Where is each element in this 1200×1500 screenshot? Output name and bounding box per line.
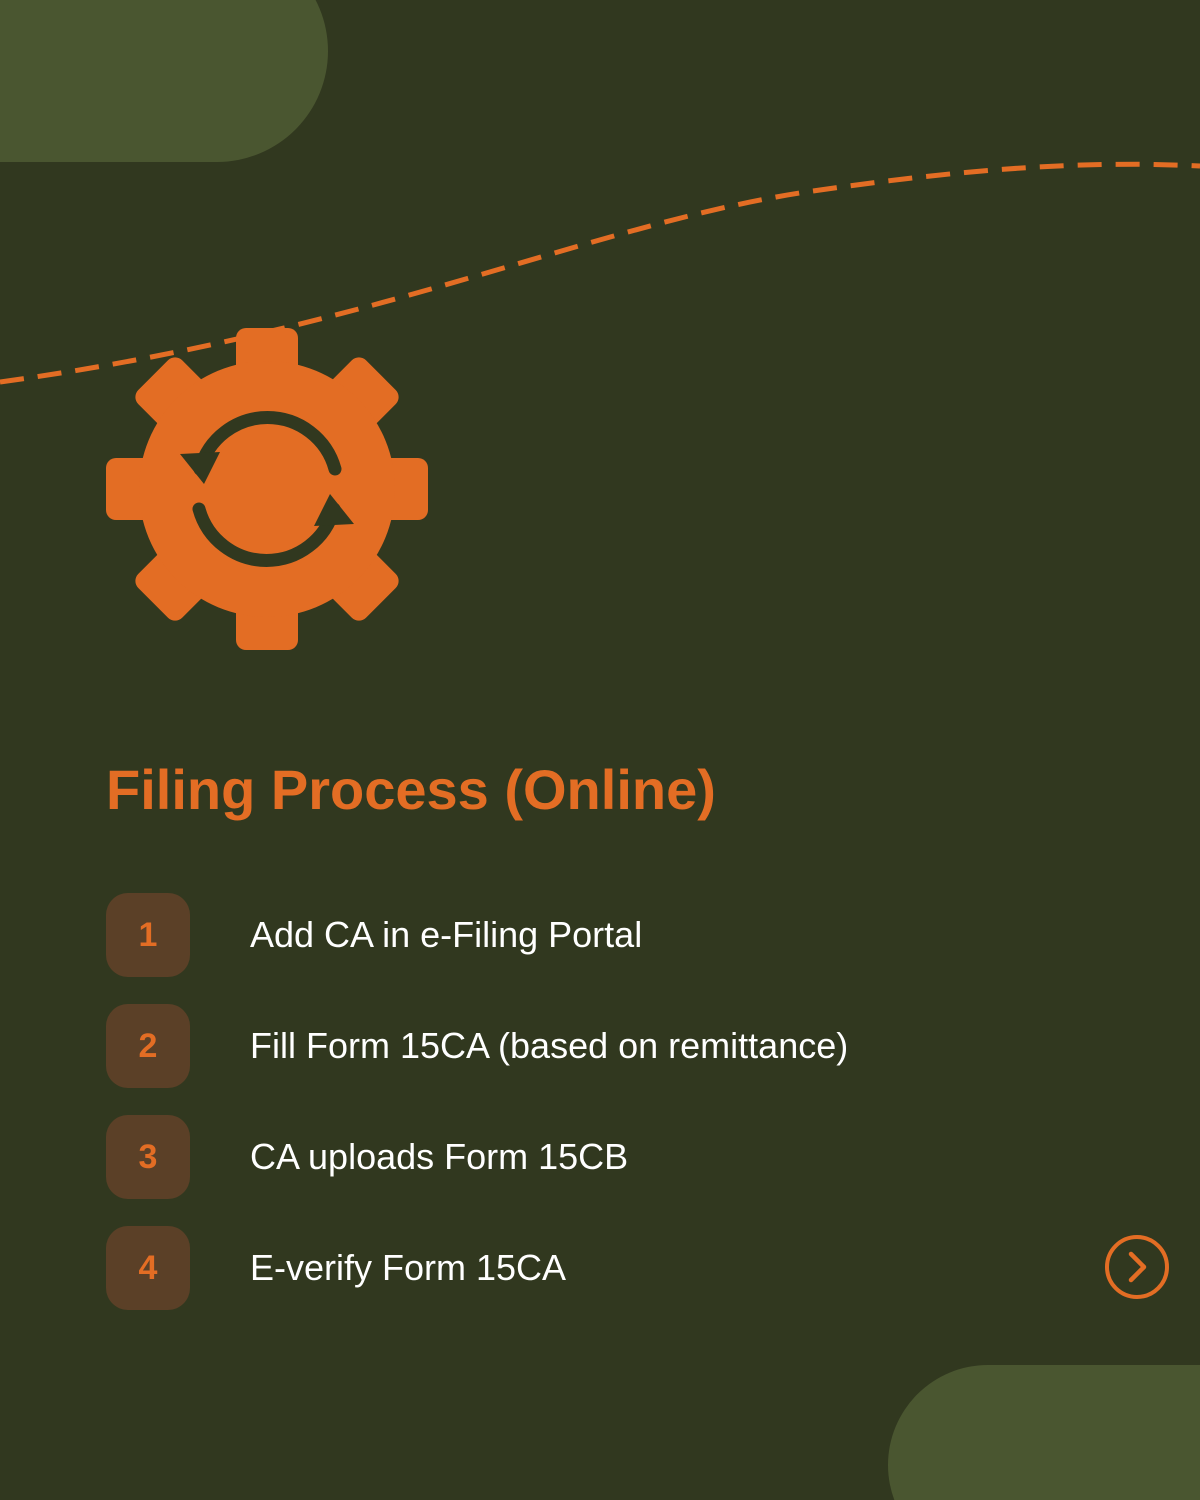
steps-list: 1 Add CA in e-Filing Portal 2 Fill Form …: [106, 893, 1106, 1337]
step-number-badge: 2: [106, 1004, 190, 1088]
step-label: CA uploads Form 15CB: [250, 1136, 629, 1177]
step-number-badge: 1: [106, 893, 190, 977]
step-label: Fill Form 15CA (based on remittance): [250, 1025, 849, 1066]
list-item: 4 E-verify Form 15CA: [106, 1226, 1106, 1310]
list-item: 1 Add CA in e-Filing Portal: [106, 893, 1106, 977]
decorative-blob-top: [0, 0, 328, 162]
step-label: E-verify Form 15CA: [250, 1247, 567, 1288]
list-item: 2 Fill Form 15CA (based on remittance): [106, 1004, 1106, 1088]
list-item: 3 CA uploads Form 15CB: [106, 1115, 1106, 1199]
step-label: Add CA in e-Filing Portal: [250, 914, 643, 955]
decorative-blob-bottom: [888, 1365, 1200, 1500]
step-number-badge: 4: [106, 1226, 190, 1310]
chevron-right-circle-icon[interactable]: [1104, 1234, 1170, 1300]
step-number-badge: 3: [106, 1115, 190, 1199]
gear-refresh-icon: [106, 328, 428, 650]
page-title: Filing Process (Online): [106, 758, 716, 821]
